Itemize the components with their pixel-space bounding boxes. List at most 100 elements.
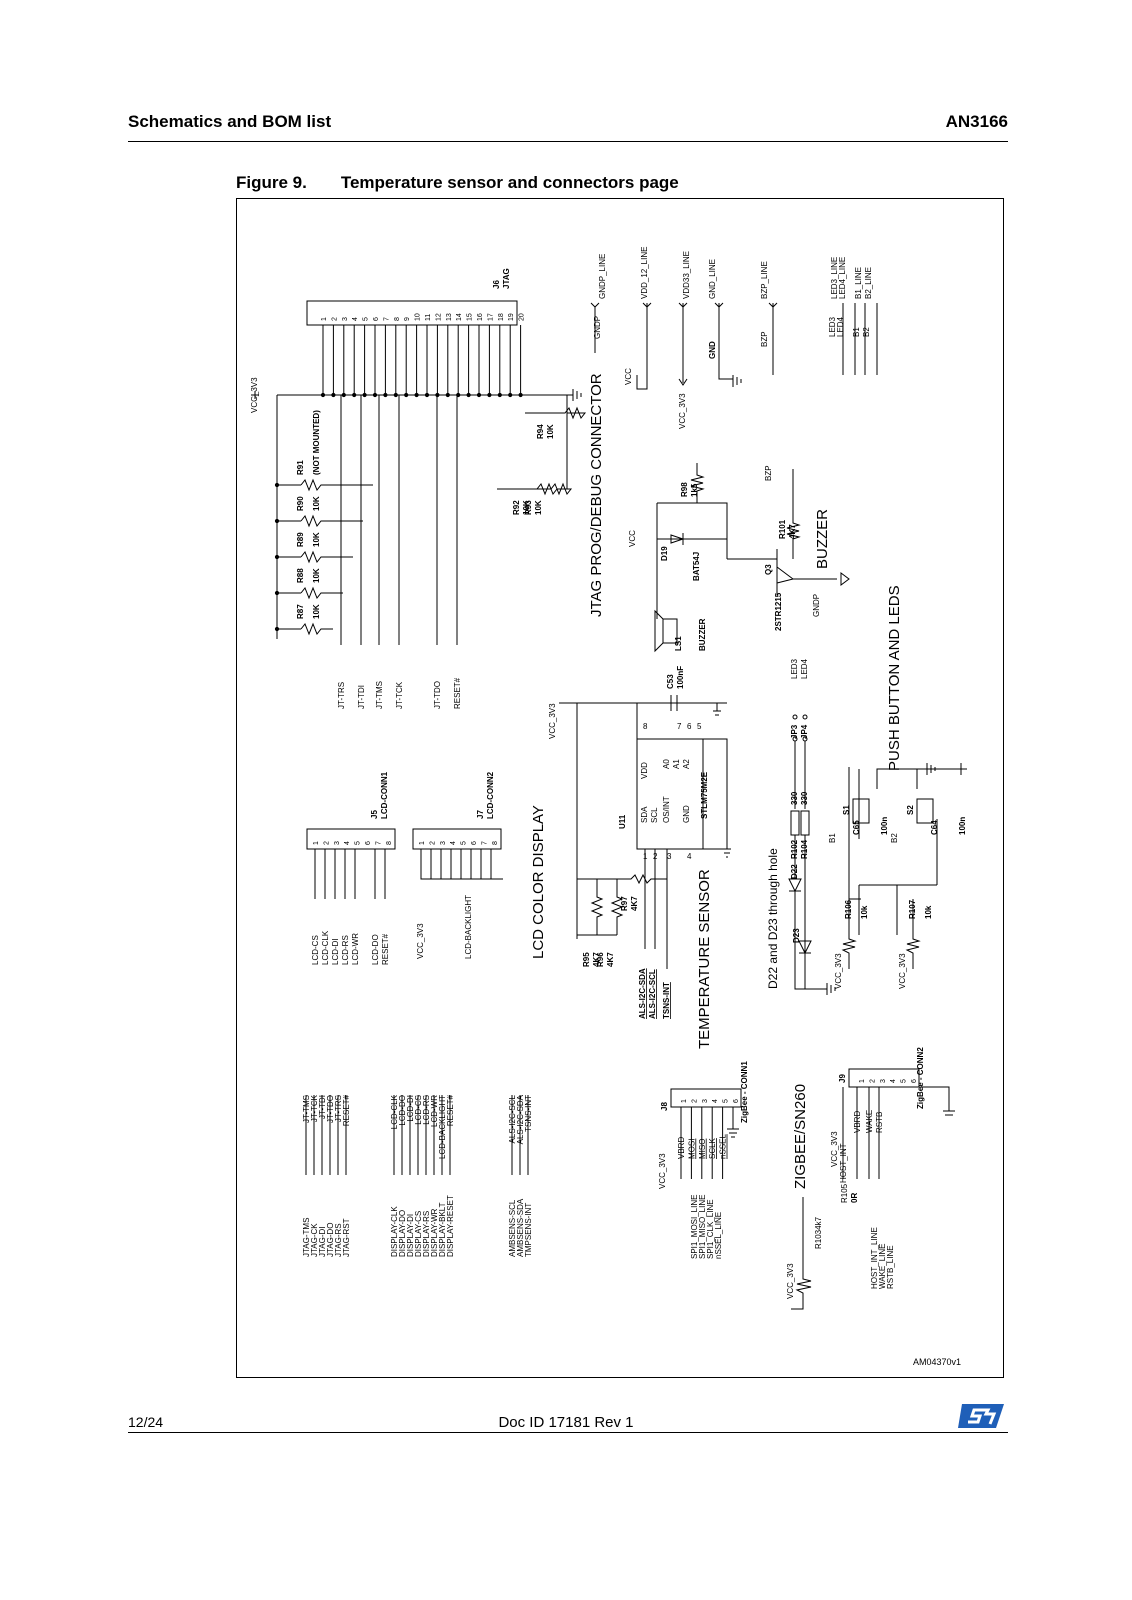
j5-signal-6: RESET# xyxy=(381,933,390,965)
j5-signal-3: LCD-RS xyxy=(341,935,350,965)
j8-signal-1: MOSI xyxy=(687,1139,696,1159)
j6-pin-14: 14 xyxy=(456,313,463,321)
j6-pin-13: 13 xyxy=(446,313,453,321)
r106-vcc: VCC_3V3 xyxy=(834,953,843,989)
buzzer-vcc: VCC xyxy=(628,530,637,547)
j6-pin-19: 19 xyxy=(508,313,515,321)
r91-body xyxy=(300,478,373,492)
r103-label: R1034k7 xyxy=(814,1216,823,1249)
display-map-left-2: DISPLAY-DI xyxy=(406,1214,415,1257)
u11-pin7: 7 xyxy=(677,722,682,731)
u11-a2: A2 xyxy=(682,759,691,769)
buzzer-block-title: BUZZER xyxy=(814,509,831,569)
b1-line-label: B1_LINE xyxy=(854,267,863,299)
j6-pin-4: 4 xyxy=(352,317,359,321)
display-map-right-6: LCD-BACKLIGHT xyxy=(438,1095,447,1159)
j5-signal-0: LCD-CS xyxy=(311,935,320,965)
j9-pin-1: 1 xyxy=(859,1079,866,1083)
r94-ref: R94 xyxy=(536,424,545,439)
r96-ref: R96 xyxy=(596,952,605,967)
j9-signal-1: WAKE xyxy=(865,1110,874,1133)
r95-ref: R95 xyxy=(582,952,591,967)
q3-part: 2STR1215 xyxy=(774,592,783,631)
jtag-map-left-5: JTAG-RST xyxy=(342,1218,351,1257)
figure-title: Temperature sensor and connectors page xyxy=(340,173,679,192)
r87-node xyxy=(274,626,280,632)
zig-vcc-3: VCC_3V3 xyxy=(658,1153,667,1189)
j7-pin-1: 1 xyxy=(419,841,426,845)
j8-signal-4: nSSEL xyxy=(719,1134,728,1159)
j7-ref: J7 xyxy=(476,810,485,819)
r88-body xyxy=(300,586,343,600)
push-block-title: PUSH BUTTON AND LEDS xyxy=(886,585,903,771)
j6-pin-8: 8 xyxy=(394,317,401,321)
r95-body xyxy=(590,879,604,935)
amb-map-right-0: ALS-I2C-SCL xyxy=(508,1094,517,1143)
s1-ref: S1 xyxy=(842,805,851,815)
amb-map-right-1: ALS-I2C-SDA xyxy=(516,1094,525,1144)
temp-net-1: ALS-I2C-SCL xyxy=(648,969,657,1019)
u11-part: STLM75M2E xyxy=(700,771,709,819)
j9-pin-3: 3 xyxy=(880,1079,887,1083)
r90-ref: R90 xyxy=(296,496,305,511)
j9-box xyxy=(848,1068,920,1088)
ls1-part: BUZZER xyxy=(698,618,707,651)
j7-bus xyxy=(420,849,503,880)
j9-signal-2: RSTB xyxy=(875,1112,884,1133)
c64-value: 100n xyxy=(958,817,967,835)
led3-label: LED3 xyxy=(790,658,799,679)
r88-node xyxy=(274,590,280,596)
j9-pin-4: 4 xyxy=(890,1079,897,1083)
r98-ref: R98 xyxy=(680,482,689,497)
gndp-line-label: GNDP_LINE xyxy=(598,254,607,299)
c53-ref: C53 xyxy=(666,674,675,689)
display-map-right-1: LCD-DO xyxy=(398,1095,407,1126)
led4-label: LED4 xyxy=(800,658,809,679)
d19-ref: D19 xyxy=(660,546,669,561)
j6-pin-10: 10 xyxy=(415,313,422,321)
j5-pin-7: 7 xyxy=(375,841,382,845)
j6-pin-9: 9 xyxy=(404,317,411,321)
j8-name: ZigBee - CONN1 xyxy=(740,1061,749,1123)
j9-gnd xyxy=(921,1086,955,1116)
j5-pin-3: 3 xyxy=(334,841,341,845)
jtag-block-title: JTAG PROG/DEBUG CONNECTOR xyxy=(588,373,605,617)
u11-pin3: 3 xyxy=(667,852,672,861)
u11-scl: SCL xyxy=(650,807,659,823)
j9-signal-3: HOST_INT xyxy=(839,1143,848,1183)
j6-pin-11: 11 xyxy=(425,314,432,321)
j6-ref: J6 xyxy=(492,280,501,289)
r95-value: 4K7 xyxy=(592,952,601,967)
r90-body xyxy=(300,514,363,528)
j8-box xyxy=(670,1088,742,1108)
jtag-map-right-1: JT-TCK xyxy=(310,1094,319,1122)
display-map-left-4: DISPLAY-RS xyxy=(422,1211,431,1257)
jtag-gnd-symbol xyxy=(572,389,582,401)
j5-pin-4: 4 xyxy=(344,841,351,845)
j6-pin-15: 15 xyxy=(467,313,474,321)
r101-ref: R101 xyxy=(778,519,787,539)
r98-value: 1k5 xyxy=(690,483,699,497)
u11-os: OS/INT xyxy=(662,796,671,823)
u11-sda: SDA xyxy=(640,806,649,823)
r107-value: 10k xyxy=(924,905,933,919)
document-code: AN3166 xyxy=(945,112,1008,131)
jtag-map-left-2: JTAG-DI xyxy=(318,1226,327,1257)
j6-pin-12: 12 xyxy=(435,313,442,321)
b1-label: B1 xyxy=(828,833,837,843)
r106-ref: R106 xyxy=(844,899,853,919)
buzzer-bzp: BZP xyxy=(764,465,773,481)
j5-pin-5: 5 xyxy=(355,841,362,845)
gnd-line-label: GND_LINE xyxy=(708,259,717,299)
display-map-left-5: DISPLAY-WR xyxy=(430,1208,439,1257)
display-map-right-7: RESET# xyxy=(446,1094,455,1126)
j5-name: LCD-CONN1 xyxy=(380,771,389,819)
amb-map-left-2: TMPSENS-INT xyxy=(524,1203,533,1257)
j9-ref: J9 xyxy=(838,1074,847,1083)
b2-net: B2 xyxy=(862,327,871,337)
